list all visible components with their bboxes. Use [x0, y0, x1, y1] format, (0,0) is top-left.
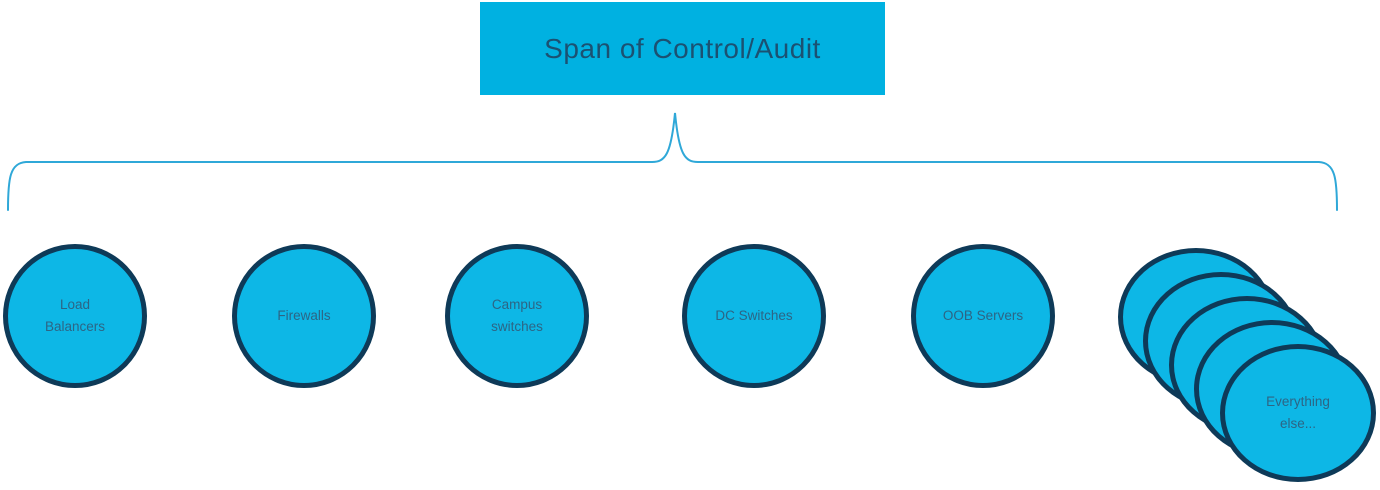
title-box: Span of Control/Audit: [480, 2, 885, 95]
node-label: OOB Servers: [942, 308, 1024, 324]
node-firewalls: Firewalls: [232, 244, 376, 388]
node-label: Firewalls: [277, 308, 331, 324]
title-label: Span of Control/Audit: [544, 32, 821, 64]
node-label: Campus switches: [491, 297, 543, 334]
node-campus-switches: Campus switches: [445, 244, 589, 388]
node-everything-else: Everything else...: [1220, 344, 1376, 482]
node-dc-switches: DC Switches: [682, 244, 826, 388]
node-oob-servers: OOB Servers: [911, 244, 1055, 388]
node-label: Everything else...: [1266, 394, 1330, 431]
node-load-balancers: Load Balancers: [3, 244, 147, 388]
node-label: DC Switches: [715, 308, 793, 324]
node-label: Load Balancers: [44, 297, 106, 334]
